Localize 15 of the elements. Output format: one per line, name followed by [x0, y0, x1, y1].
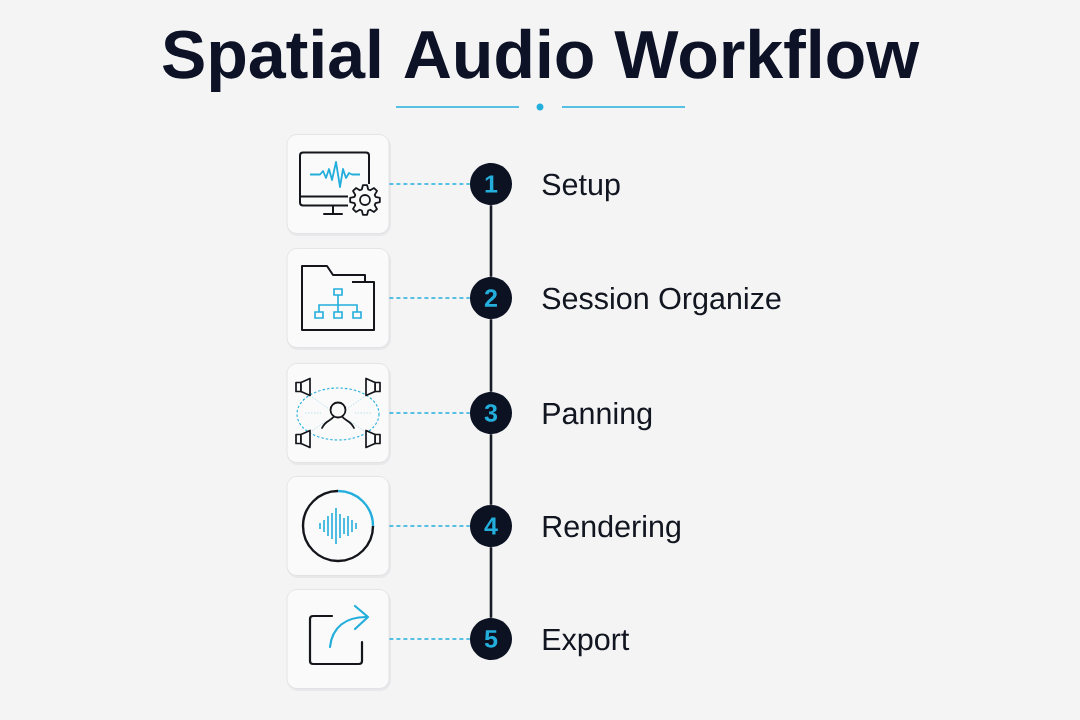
title: Spatial Audio Workflow	[162, 28, 920, 93]
step-label: Setup	[542, 173, 620, 202]
step-label: Export	[543, 629, 630, 657]
timeline-connector	[489, 205, 493, 277]
step-label: Rendering	[543, 514, 680, 544]
timeline-connector	[489, 434, 493, 505]
leader-line	[388, 412, 471, 414]
leader-line	[388, 525, 471, 527]
leader-line	[388, 183, 471, 185]
step-label: Session Organize	[542, 286, 781, 316]
timeline-connector	[489, 319, 493, 392]
step-label: Panning	[543, 401, 652, 431]
leader-line	[388, 297, 471, 299]
leader-line	[388, 638, 471, 640]
timeline-connector	[489, 547, 493, 618]
